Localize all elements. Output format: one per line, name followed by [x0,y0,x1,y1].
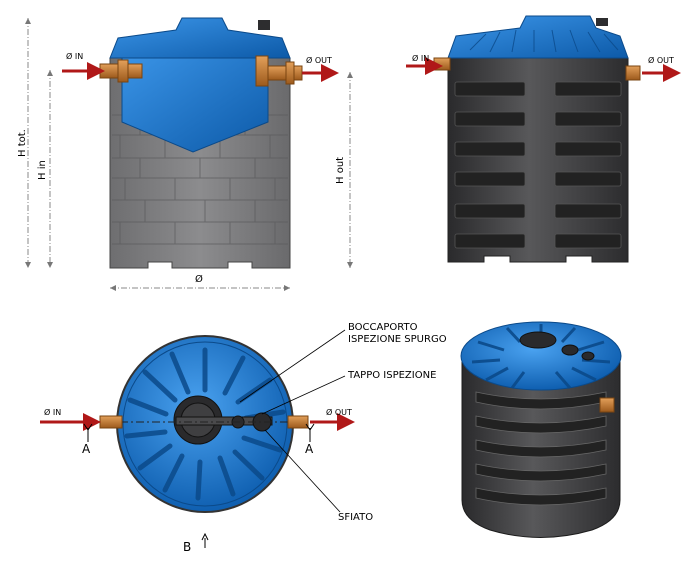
height-in-label: H in [37,160,48,180]
inspection-cap-label: TAPPO ISPEZIONE [348,370,437,381]
vent-label: SFIATO [338,512,374,523]
outlet-label-elevation: Ø OUT [648,56,674,65]
elevation-view [406,15,681,263]
perspective-pipe [599,397,615,413]
section-a-right-label: A [305,442,314,456]
height-out-label: H out [335,156,346,184]
manhole-label-line1: BOCCAPORTO [348,322,418,333]
manhole-label-line2: ISPEZIONE SPURGO [348,334,447,345]
section-lid [109,17,291,59]
inlet-label-elevation: Ø IN [412,54,430,63]
elevation-lid [447,15,629,59]
section-b-label: B [183,540,192,554]
outlet-label-section: Ø OUT [306,56,332,65]
section-view [25,17,353,291]
height-total-label: H tot. [17,129,28,157]
plan-view [40,329,355,548]
perspective-view [460,321,622,538]
elevation-outlet-pipe [625,65,641,81]
inlet-label-plan: Ø IN [44,408,62,417]
inlet-label-section: Ø IN [66,52,84,61]
section-a-left-label: A [82,442,91,456]
outlet-label-plan: Ø OUT [326,408,352,417]
diameter-label: Ø [195,274,203,285]
